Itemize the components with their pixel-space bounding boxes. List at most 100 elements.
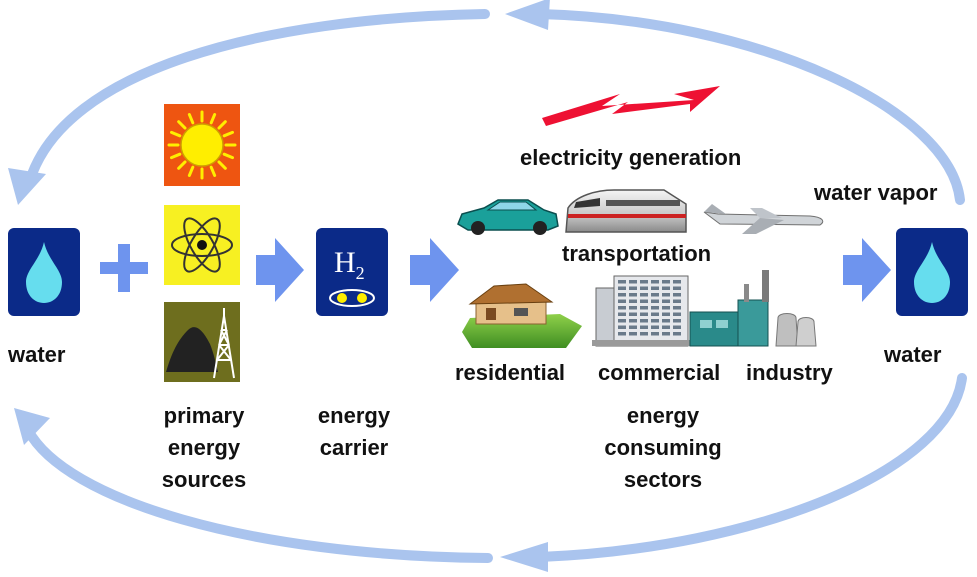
primary-energy-sources-label: primary energy sources [142, 400, 266, 496]
water-box-right [896, 228, 968, 316]
energy-carrier-line-2: carrier [319, 435, 389, 460]
office-window [673, 332, 681, 336]
electricity-generation-label: electricity generation [520, 145, 742, 170]
sun-ray [209, 113, 217, 125]
house-icon [462, 283, 582, 348]
sun-ray [217, 120, 227, 130]
office-window [629, 299, 637, 303]
office-window [618, 325, 626, 329]
water-drop-icon [26, 242, 62, 303]
office-window [640, 293, 648, 297]
cycle-arrowheads [8, 0, 550, 572]
flow-arrow-sources-to-carrier [256, 238, 304, 302]
cycle-arrowhead-left-down [8, 168, 46, 205]
office-window [618, 286, 626, 290]
water-label-right: water [884, 342, 942, 367]
office-window [618, 306, 626, 310]
h2-symbol: H2 [334, 246, 365, 283]
office-window [662, 286, 670, 290]
energy-consuming-sectors-label: energy consuming sectors [582, 400, 744, 496]
transportation-label: transportation [562, 241, 712, 266]
office-window [673, 286, 681, 290]
hydrogen-molecule-icon [329, 289, 375, 307]
sun-ray [170, 130, 182, 138]
office-window [618, 280, 626, 284]
office-window [662, 299, 670, 303]
flow-arrow-sectors-to-water [843, 238, 891, 302]
office-window [640, 299, 648, 303]
atom-icon [164, 205, 240, 285]
coal-oil-derrick-icon [164, 302, 240, 382]
sun-ray [170, 152, 182, 160]
office-window [640, 280, 648, 284]
sun-ray [177, 120, 187, 130]
office-window [618, 293, 626, 297]
water-box-left [8, 228, 80, 316]
office-building-icon [592, 275, 692, 347]
office-window [640, 312, 648, 316]
office-window [651, 325, 659, 329]
water-drop-icon [914, 242, 950, 303]
energy-consuming-sectors-line-2: consuming [604, 435, 722, 460]
plus-icon [100, 244, 148, 292]
office-window [629, 312, 637, 316]
office-window [662, 319, 670, 323]
sun-ray [209, 165, 217, 177]
sun-ray [222, 152, 234, 160]
primary-energy-sources-line-3: sources [161, 467, 247, 492]
office-window [651, 280, 659, 284]
office-window [651, 312, 659, 316]
office-window [651, 293, 659, 297]
lightning-bolt-icon [542, 86, 720, 126]
flow-arrows [256, 238, 891, 302]
office-window [640, 286, 648, 290]
cycle-arrow-top-left [25, 9, 490, 185]
office-window [673, 299, 681, 303]
office-window [662, 293, 670, 297]
office-window [640, 319, 648, 323]
office-window [640, 325, 648, 329]
office-window [618, 312, 626, 316]
office-window [662, 280, 670, 284]
train-icon [565, 189, 687, 233]
office-window [629, 286, 637, 290]
energy-consuming-sectors-line-3: sectors [623, 467, 703, 492]
energy-consuming-sectors-line-1: energy [626, 403, 700, 428]
office-window [629, 325, 637, 329]
car-icon [457, 199, 559, 235]
office-window [651, 299, 659, 303]
office-window [629, 332, 637, 336]
office-window [651, 286, 659, 290]
water-vapor-label: water vapor [814, 180, 938, 205]
office-window [651, 332, 659, 336]
office-window [673, 319, 681, 323]
commercial-label: commercial [598, 360, 721, 385]
energy-carrier-line-1: energy [317, 403, 391, 428]
airplane-icon [703, 204, 824, 234]
office-window [618, 319, 626, 323]
office-window [629, 319, 637, 323]
office-window [618, 332, 626, 336]
office-window [673, 306, 681, 310]
office-window [673, 280, 681, 284]
office-window [618, 299, 626, 303]
primary-energy-sources-line-1: primary [163, 403, 245, 428]
sun-ray [222, 130, 234, 138]
office-window [629, 306, 637, 310]
office-window [662, 325, 670, 329]
flow-arrow-carrier-to-sectors [410, 238, 459, 302]
office-window [673, 325, 681, 329]
office-window [662, 306, 670, 310]
office-window [629, 293, 637, 297]
sun-ray [217, 160, 227, 170]
office-window [662, 312, 670, 316]
sun-ray [187, 113, 195, 125]
office-window [640, 332, 648, 336]
office-window [651, 306, 659, 310]
primary-energy-sources-line-2: energy [167, 435, 241, 460]
office-window [673, 312, 681, 316]
cycle-arrow-top-right [535, 9, 965, 205]
energy-carrier-label: energy carrier [296, 400, 412, 464]
office-window [673, 293, 681, 297]
